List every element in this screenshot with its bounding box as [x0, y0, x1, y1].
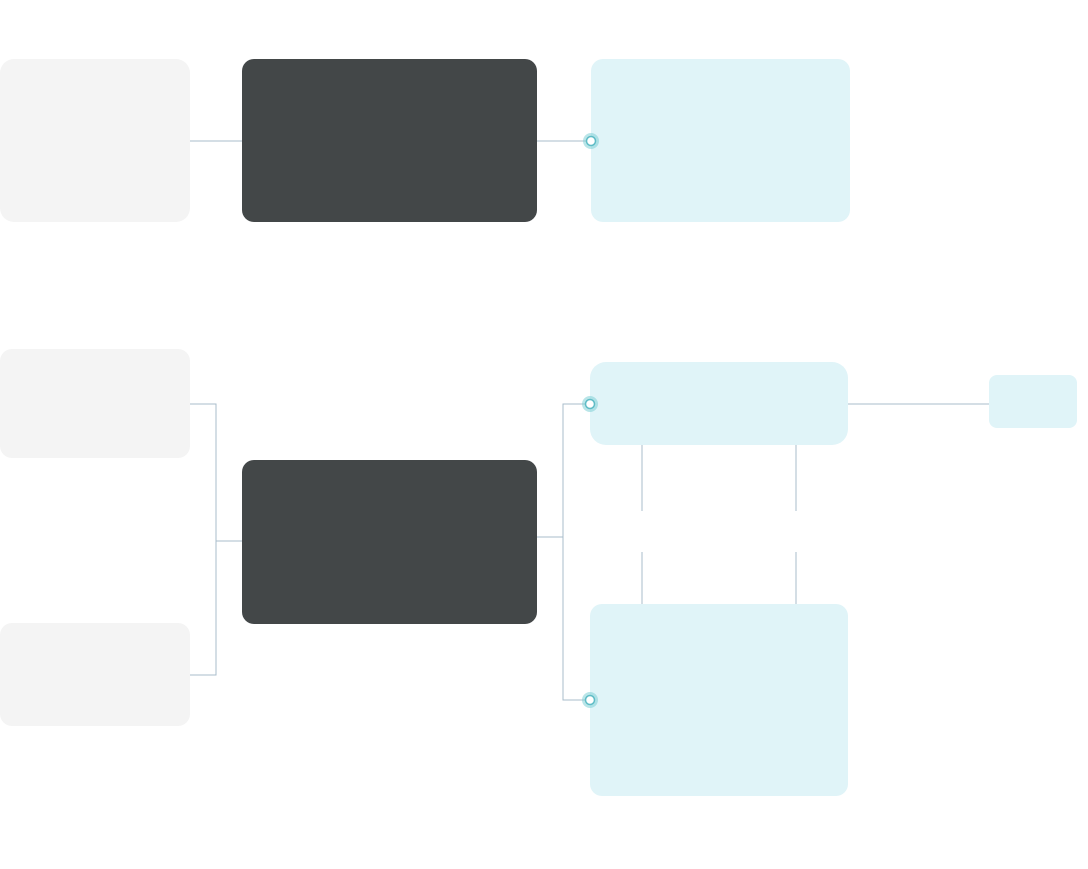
- top-output-box: [591, 59, 850, 222]
- top-input-box: [0, 59, 190, 222]
- bottom-process-box: [242, 460, 537, 624]
- connector-bottom-output-a: [562, 403, 590, 537]
- connector-bottom-output-b: [562, 537, 590, 701]
- bottom-input-a-box: [0, 349, 190, 458]
- extra-output-box: [989, 375, 1077, 428]
- top-process-box: [242, 59, 537, 222]
- bottom-output-a-box: [590, 362, 848, 445]
- connector-bottom-input-a: [190, 403, 242, 542]
- connector-bottom-input-b: [190, 541, 217, 676]
- bottom-input-b-box: [0, 623, 190, 726]
- bottom-output-b-box: [590, 604, 848, 796]
